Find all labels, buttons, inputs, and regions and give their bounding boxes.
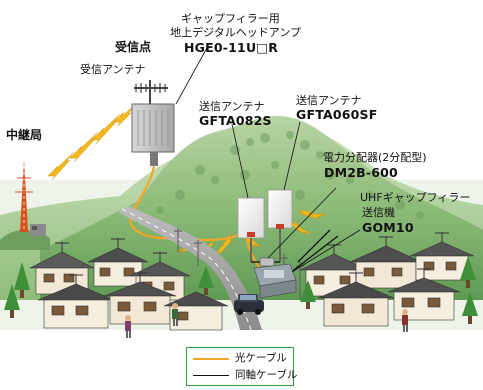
car [234,294,264,315]
transmitter-model: GOM10 [362,220,414,235]
road [118,206,262,330]
power-divider [259,257,275,267]
legend-item-coax: 同軸ケーブル [193,368,297,382]
tx-antenna-left-model: GFTA082S [199,113,272,128]
relay-station-label: 中継局 [6,128,43,142]
receive-antenna-unit [131,80,175,166]
tx-antenna-right-label: 送信アンテナ [296,94,362,107]
people [125,303,408,338]
transmitter-label-line2: 送信機 [362,206,395,219]
houses [29,241,475,331]
receive-point-label: 受信点 [115,40,152,54]
legend-optical-swatch [193,358,229,360]
power-divider-model: DM2B-600 [324,165,398,180]
tx-antenna-right [267,189,293,262]
tx-antenna-left-label: 送信アンテナ [199,100,265,113]
mountain-texture [156,131,424,219]
tx-antenna-right-model: GFTA060SF [296,107,378,122]
gap-filler-transmitter [253,263,297,299]
trees [4,256,478,324]
legend-coax-label: 同軸ケーブル [235,369,298,381]
relay-station [0,158,50,250]
gapfiller-amp-label-line2: 地上デジタルヘッドアンプ [170,26,302,39]
leader-lines [175,45,361,273]
gapfiller-amp-label-line1: ギャップフィラー用 [181,12,280,25]
power-divider-label: 電力分配器(2分配型) [323,151,427,164]
tx-antenna-left [237,197,265,262]
gapfiller-amp-model: HGE0-11U□R [184,40,279,55]
legend-coax-swatch [193,375,229,376]
legend-optical-label: 光ケーブル [235,352,287,364]
legend: 光ケーブル 同軸ケーブル [186,347,297,386]
legend-item-optical: 光ケーブル [193,351,289,365]
transmitter-label-line1: UHFギャップフィラー [360,191,471,204]
receive-antenna-label: 受信アンテナ [80,63,146,76]
